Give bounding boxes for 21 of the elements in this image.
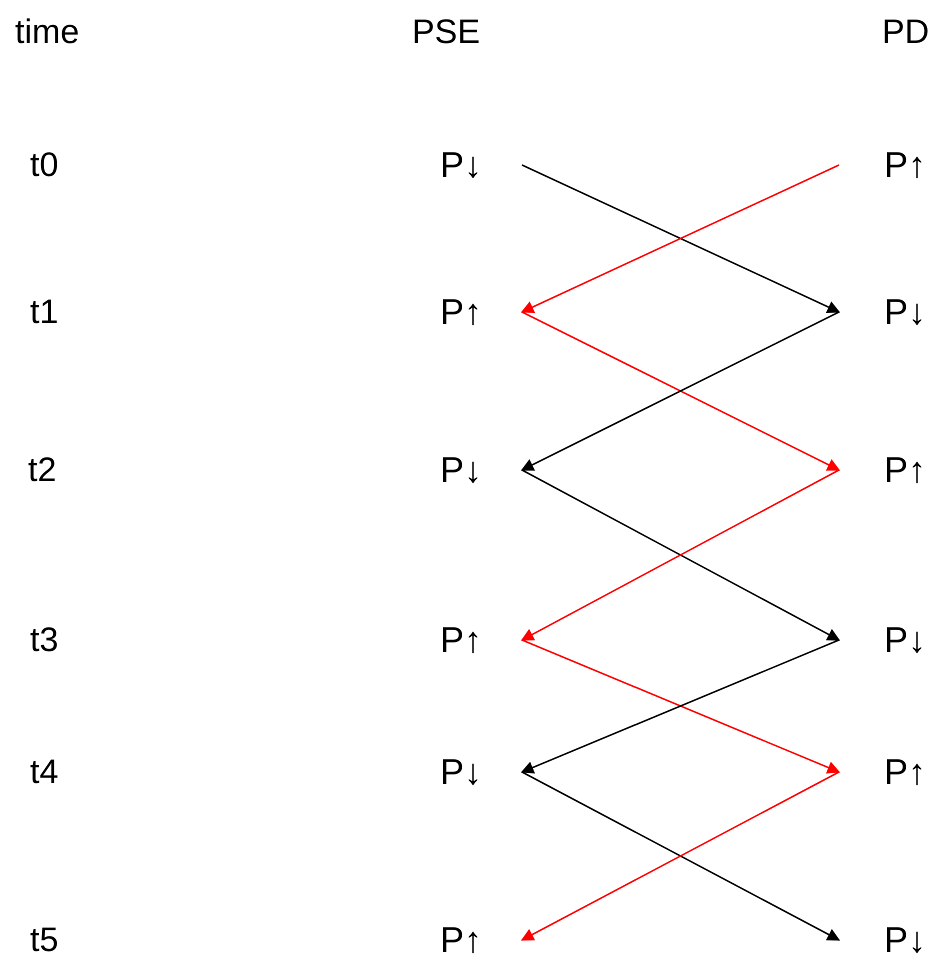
state-label: P↑ <box>440 290 482 334</box>
time-label: t1 <box>30 292 58 333</box>
state-label: P↑ <box>884 750 926 794</box>
time-label: t0 <box>30 145 58 186</box>
column-heading: PSE <box>412 12 480 53</box>
axis-title: time <box>15 12 80 53</box>
state-label: P↓ <box>884 290 926 334</box>
state-label: P↑ <box>884 143 926 187</box>
state-label: P↓ <box>884 918 926 962</box>
state-label: P↓ <box>440 750 482 794</box>
time-label: t2 <box>28 450 56 491</box>
state-label: P↓ <box>440 143 482 187</box>
state-label: P↑ <box>884 448 926 492</box>
column-heading: PD <box>882 12 930 53</box>
time-label: t4 <box>30 752 58 793</box>
state-label: P↓ <box>884 618 926 662</box>
time-label: t5 <box>30 920 58 961</box>
time-label: t3 <box>30 620 58 661</box>
state-label: P↑ <box>440 918 482 962</box>
state-label: P↓ <box>440 448 482 492</box>
state-label: P↑ <box>440 618 482 662</box>
